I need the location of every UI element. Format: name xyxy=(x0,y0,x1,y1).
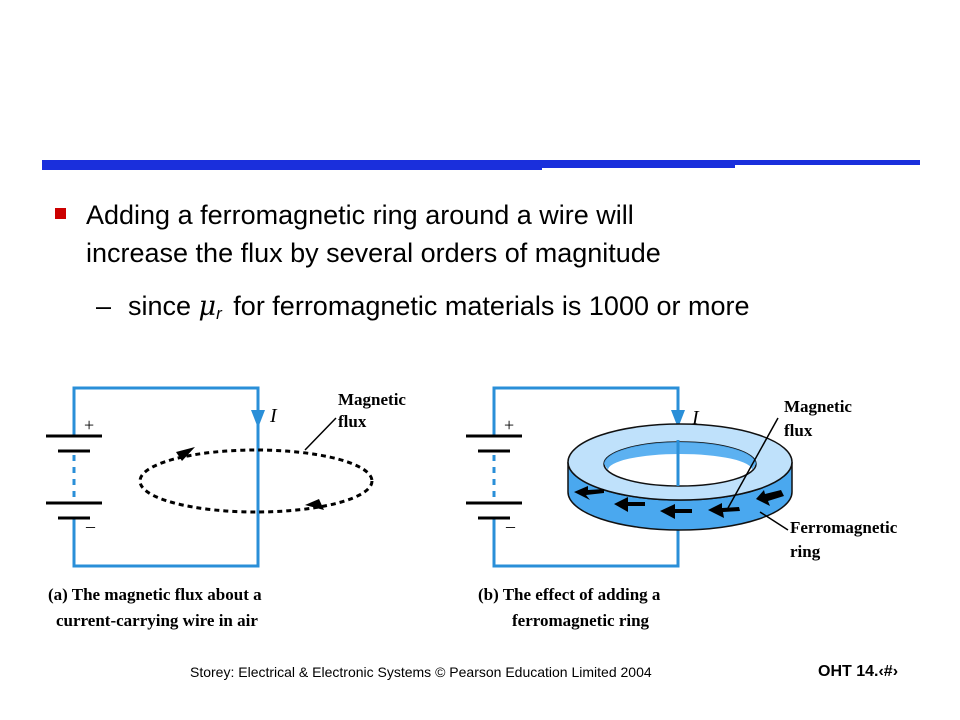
current-arrow-b xyxy=(671,410,685,428)
main-bullet-line-2: increase the flux by several orders of m… xyxy=(86,238,661,268)
minus-sign-b: – xyxy=(505,516,516,536)
title-rule-thick xyxy=(42,160,542,170)
flux-arrow-b-4 xyxy=(708,503,740,518)
ring-leader-b xyxy=(759,511,789,531)
title-rule-medium xyxy=(540,160,735,168)
figure-b xyxy=(466,386,793,568)
slide-number: OHT 14.‹#› xyxy=(818,663,899,680)
sub-bullet-dash: – xyxy=(96,291,112,321)
flux-loop-a xyxy=(138,448,374,514)
caption-a-line-1: (a) The magnetic flux about a xyxy=(48,585,262,604)
ring-inner-wall xyxy=(604,442,756,470)
battery-a xyxy=(46,434,102,520)
flux-arrow-b-1 xyxy=(574,486,604,500)
sub-bullet-prefix: since xyxy=(128,291,192,321)
caption-b-line-2: ferromagnetic ring xyxy=(512,611,650,630)
caption-b-line-1: (b) The effect of adding a xyxy=(478,585,661,604)
flux-arrow-a-top xyxy=(176,447,195,461)
bullet-square-icon xyxy=(55,208,66,219)
caption-a-line-2: current-carrying wire in air xyxy=(56,611,258,630)
flux-leader-a xyxy=(304,417,337,451)
sub-bullet-suffix: for ferromagnetic materials is 1000 or m… xyxy=(233,291,750,321)
current-arrow-a xyxy=(251,410,265,428)
flux-arrow-b-2 xyxy=(614,497,645,512)
flux-label-a-line-1: Magnetic xyxy=(338,390,406,409)
footer-credit: Storey: Electrical & Electronic Systems … xyxy=(190,664,652,680)
title-rule-thin xyxy=(733,160,920,165)
flux-arrow-b-5 xyxy=(756,490,784,506)
sub-bullet-text: since μr for ferromagnetic materials is … xyxy=(128,287,888,333)
ring-flux-arrows xyxy=(574,486,784,519)
flux-arrow-a-bottom xyxy=(305,499,324,510)
plus-sign-b: + xyxy=(504,415,514,435)
figure-a xyxy=(46,386,374,568)
current-label-a: I xyxy=(269,405,278,427)
main-bullet-line-1: Adding a ferromagnetic ring around a wir… xyxy=(86,200,634,230)
mu-symbol: μ xyxy=(198,291,217,322)
current-label-b: I xyxy=(691,407,700,429)
plus-sign-a: + xyxy=(84,415,94,435)
flux-label-b-line-2: flux xyxy=(784,421,813,440)
ring-label-b-line-1: Ferromagnetic xyxy=(790,518,898,537)
flux-label-b-line-1: Magnetic xyxy=(784,397,852,416)
battery-b xyxy=(466,434,522,520)
ring-label-b-line-2: ring xyxy=(790,542,821,561)
flux-arrow-b-3 xyxy=(660,504,692,519)
main-bullet-text: Adding a ferromagnetic ring around a wir… xyxy=(86,196,846,272)
circuit-a-wire xyxy=(72,386,260,568)
minus-sign-a: – xyxy=(85,516,96,536)
ferromagnetic-ring xyxy=(567,423,793,531)
flux-label-a-line-2: flux xyxy=(338,412,367,431)
flux-leader-b xyxy=(727,417,779,509)
mu-subscript: r xyxy=(216,304,222,323)
